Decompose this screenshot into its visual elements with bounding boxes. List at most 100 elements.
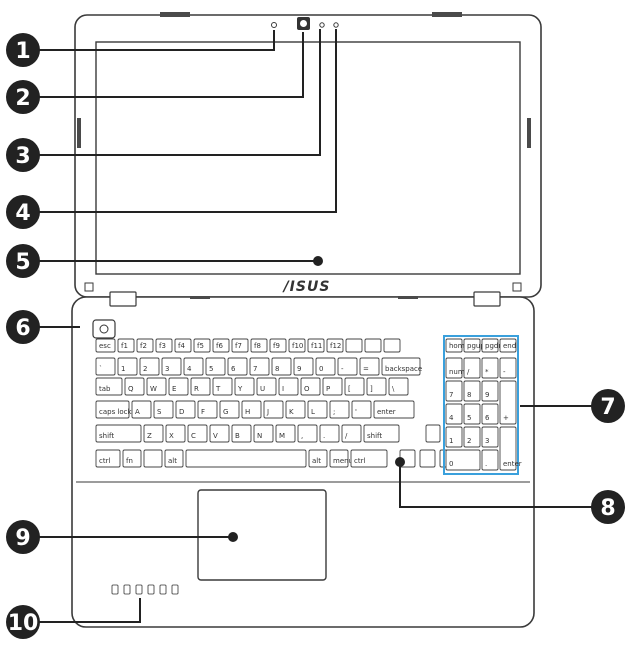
lid-bumper-left <box>77 118 81 148</box>
key-num <box>183 357 204 376</box>
status-indicator-icon <box>147 584 155 595</box>
key-z-row <box>319 424 340 443</box>
key-label: backspace <box>385 365 422 373</box>
callout-line <box>34 32 304 98</box>
key-a-row <box>241 400 262 419</box>
key-label: 1 <box>449 437 453 445</box>
key-numpad <box>481 449 499 471</box>
callout-lines <box>34 29 600 623</box>
key-num <box>271 357 292 376</box>
touchpad <box>197 489 327 581</box>
key-num <box>205 357 226 376</box>
key-label: Y <box>237 385 243 393</box>
key-label: 5 <box>467 414 471 422</box>
key-label: 0 <box>319 365 323 373</box>
key-label: menu <box>333 457 353 465</box>
key-label: P <box>326 385 330 393</box>
callout-badge-4 <box>6 195 40 229</box>
key-label: 0 <box>449 460 453 468</box>
key-label: S <box>157 408 162 416</box>
key-numpad-nav <box>481 338 499 353</box>
key-q-row <box>344 377 365 396</box>
callout-dot <box>313 256 323 266</box>
key-num <box>359 357 380 376</box>
key-label: 9 <box>297 365 301 373</box>
key-label: + <box>503 414 509 422</box>
key-a-row <box>351 400 372 419</box>
key-label: f7 <box>235 342 242 350</box>
callout-number: 9 <box>15 526 30 551</box>
key-label: F <box>201 408 205 416</box>
key-label: 3 <box>165 365 169 373</box>
key-label: ; <box>333 408 335 416</box>
key-label: C <box>191 432 196 440</box>
callout-number: 3 <box>15 144 30 169</box>
key-numpad <box>463 426 481 448</box>
key-a-row <box>285 400 306 419</box>
key-pausebreak <box>345 338 363 353</box>
camera-indicator-icon <box>319 22 325 28</box>
key-a-row <box>307 400 328 419</box>
key-label: esc <box>99 342 111 350</box>
display-panel <box>95 41 521 275</box>
key-label: , <box>301 432 303 440</box>
key-prtscsysrq <box>364 338 382 353</box>
key-numpad <box>481 403 499 425</box>
key-q-row <box>300 377 321 396</box>
key-label: W <box>150 385 157 393</box>
key-label: X <box>169 432 174 440</box>
key-bottom-row <box>95 449 121 468</box>
key-f3 <box>155 338 173 353</box>
key-label: - <box>503 368 506 376</box>
key-q-row <box>366 377 387 396</box>
key-bottom-row <box>350 449 388 468</box>
key-num <box>315 357 336 376</box>
lid-foot-left <box>84 282 94 292</box>
key-label: . <box>323 432 325 440</box>
key-label: M <box>279 432 285 440</box>
status-indicator-icon <box>159 584 167 595</box>
key-label: fn <box>126 457 133 465</box>
base-bumper-left <box>190 296 210 299</box>
key-numpad <box>445 449 481 471</box>
key-label: / <box>345 432 348 440</box>
key-label: caps lock <box>99 408 133 416</box>
key-bottom-row <box>308 449 328 468</box>
key-numpad-nav <box>499 338 517 353</box>
callout-number: 6 <box>15 316 30 341</box>
key-numpad <box>499 357 517 379</box>
key-label: = <box>363 365 369 373</box>
callout-badge-5 <box>6 244 40 278</box>
key-z-row <box>231 424 252 443</box>
key-a-row <box>373 400 415 419</box>
key-label: . <box>485 460 487 468</box>
key-num <box>249 357 270 376</box>
callout-badge-9 <box>6 520 40 554</box>
key-q-row <box>234 377 255 396</box>
key-num <box>117 357 138 376</box>
key-q-row <box>168 377 189 396</box>
key-z-row <box>341 424 362 443</box>
key-f8 <box>250 338 268 353</box>
key-f4 <box>174 338 192 353</box>
key-label: f5 <box>197 342 204 350</box>
callout-number: 1 <box>15 39 30 64</box>
key-f12 <box>326 338 344 353</box>
key-label: ` <box>99 365 103 373</box>
power-button <box>92 319 116 339</box>
key-numpad <box>445 403 463 425</box>
key-label: pgup <box>467 342 485 350</box>
key-label: 2 <box>467 437 471 445</box>
callout-number: 4 <box>15 201 30 226</box>
key-q-row <box>124 377 145 396</box>
key-z-row <box>275 424 296 443</box>
key-label: f4 <box>178 342 185 350</box>
key-label: 6 <box>231 365 236 373</box>
callout-line <box>399 462 600 508</box>
key-a-row <box>329 400 350 419</box>
key-label: U <box>260 385 265 393</box>
key-label: f11 <box>311 342 322 350</box>
lid-foot-right <box>512 282 522 292</box>
